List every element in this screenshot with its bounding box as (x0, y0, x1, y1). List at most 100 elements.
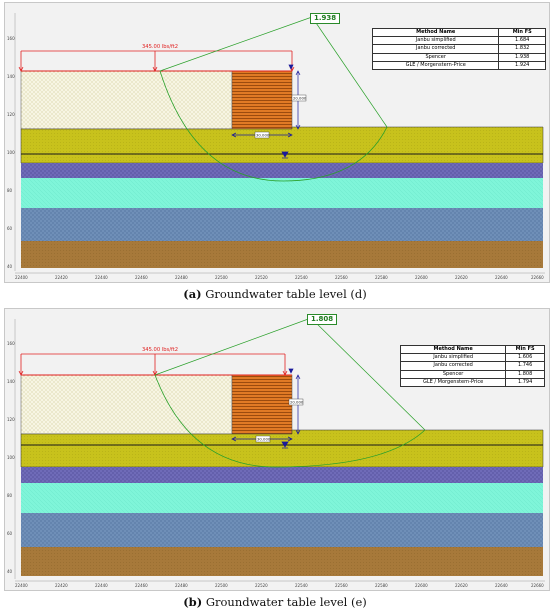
table-row: Janbu corrected 1.746 (399, 361, 545, 371)
table-row: Janbu simplified 1.606 (399, 353, 545, 363)
method-cell: Janbu simplified (371, 36, 500, 46)
x-tick: 22640 (495, 583, 508, 588)
slip-surface-a (159, 16, 388, 182)
method-fs-table: Method Name Min FS Janbu simplified 1.60… (399, 344, 545, 387)
caption-letter: (a) (183, 287, 202, 301)
x-tick: 22440 (95, 583, 108, 588)
y-tick: 80 (7, 493, 13, 498)
x-tick: 22540 (295, 583, 308, 588)
y-axis-a: 160 140 120 100 80 60 40 (7, 13, 16, 271)
dim-width-label: 30.000 (256, 133, 270, 138)
table-row: Spencer 1.938 (371, 52, 546, 62)
x-tick: 22600 (415, 583, 428, 588)
layer-blue (21, 513, 543, 547)
method-cell: Janbu simplified (399, 353, 507, 363)
table-row: GLE / Morgenstern-Price 1.924 (371, 60, 546, 70)
figure-caption-b: (b) Groundwater table level (e) (0, 595, 550, 609)
distributed-load-a: 345.00 lbs/ft2 (18, 44, 295, 72)
x-tick: 22500 (215, 275, 228, 280)
dim-width-label: 30.000 (257, 437, 271, 442)
table-row: Janbu simplified 1.684 (371, 36, 546, 46)
fs-cell: 1.746 (505, 361, 545, 371)
x-tick: 22620 (455, 275, 468, 280)
method-cell: Janbu corrected (399, 361, 507, 371)
layer-purple (21, 163, 543, 178)
table-header-row: Method Name Min FS (399, 344, 545, 355)
table-header-row: Method Name Min FS (371, 27, 546, 38)
x-tick: 22420 (55, 583, 68, 588)
y-tick: 140 (7, 74, 15, 79)
layer-yellow-clay (20, 429, 544, 468)
y-tick: 120 (7, 112, 15, 117)
x-tick: 22580 (375, 583, 388, 588)
caption-text: Groundwater table level (e) (205, 595, 367, 609)
dim-height-label: 20.000 (290, 400, 304, 405)
fs-cell: 1.924 (498, 60, 546, 70)
table-header: Min FS (505, 344, 545, 355)
y-tick: 40 (7, 264, 13, 269)
fs-cell: 1.938 (498, 52, 546, 62)
y-tick: 160 (7, 36, 15, 41)
x-tick: 22580 (375, 275, 388, 280)
y-tick: 160 (7, 341, 15, 346)
caption-letter: (b) (183, 595, 203, 609)
x-tick: 22500 (215, 583, 228, 588)
method-cell: Spencer (399, 369, 507, 379)
slope-model-a: 160 140 120 100 80 60 40 22400 22420 224… (7, 13, 545, 280)
x-tick: 22440 (95, 275, 108, 280)
fs-cell: 1.832 (498, 44, 546, 54)
figure-caption-a: (a) Groundwater table level (d) (0, 287, 550, 301)
x-axis-a: 22400 22420 22440 22460 22480 22500 2252… (15, 272, 545, 280)
x-tick: 22480 (175, 275, 188, 280)
slip-surface-b (154, 317, 426, 468)
x-tick: 22400 (15, 583, 28, 588)
factor-of-safety-badge: 1.938 (310, 13, 341, 24)
y-tick: 120 (7, 417, 15, 422)
layer-yellow-clay (20, 126, 544, 164)
figure-b: 160 140 120 100 80 60 40 22400 22420 224… (0, 306, 550, 613)
dim-width-box (255, 435, 271, 443)
y-tick: 40 (7, 569, 13, 574)
y-tick: 60 (7, 226, 13, 231)
x-tick: 22560 (335, 583, 348, 588)
layer-fill-sand (20, 374, 233, 435)
y-tick: 100 (7, 455, 15, 460)
x-tick: 22520 (255, 275, 268, 280)
fs-cell: 1.794 (505, 377, 545, 387)
layer-blue (21, 208, 543, 241)
fs-cell: 1.684 (498, 36, 546, 46)
layer-cyan (21, 178, 543, 208)
fs-cell: 1.606 (505, 353, 545, 363)
x-tick: 22460 (135, 275, 148, 280)
table-row: Spencer 1.808 (399, 369, 545, 379)
x-tick: 22540 (295, 275, 308, 280)
dim-height-label: 20.000 (293, 96, 307, 101)
dim-height-box (288, 398, 304, 406)
y-tick: 60 (7, 531, 13, 536)
slope-model-b: 160 140 120 100 80 60 40 22400 22420 224… (7, 317, 545, 588)
x-tick: 22640 (495, 275, 508, 280)
table-row: GLE / Morgenstern-Price 1.794 (399, 377, 545, 387)
x-tick: 22400 (15, 275, 28, 280)
fs-cell: 1.808 (505, 369, 545, 379)
x-tick: 22620 (455, 583, 468, 588)
method-cell: GLE / Morgenstern-Price (371, 60, 500, 70)
y-tick: 140 (7, 379, 15, 384)
layer-brown (21, 547, 543, 576)
x-axis-b: 22400 22420 22440 22460 22480 22500 2252… (15, 580, 545, 588)
layer-fill-sand (20, 70, 233, 130)
layer-embankment (231, 374, 293, 435)
x-tick: 22480 (175, 583, 188, 588)
layer-cyan (21, 483, 543, 513)
load-label: 345.00 lbs/ft2 (142, 347, 178, 353)
x-tick: 22600 (415, 275, 428, 280)
x-tick: 22520 (255, 583, 268, 588)
layer-embankment (231, 70, 293, 130)
figure-a: 160 140 120 100 80 60 40 22400 22420 224… (0, 0, 550, 301)
y-tick: 80 (7, 188, 13, 193)
table-header: Method Name (371, 27, 500, 38)
x-tick: 22660 (531, 275, 544, 280)
model-panel-a: 160 140 120 100 80 60 40 22400 22420 224… (4, 2, 550, 283)
layer-purple (21, 467, 543, 483)
factor-of-safety-badge: 1.808 (307, 314, 338, 325)
